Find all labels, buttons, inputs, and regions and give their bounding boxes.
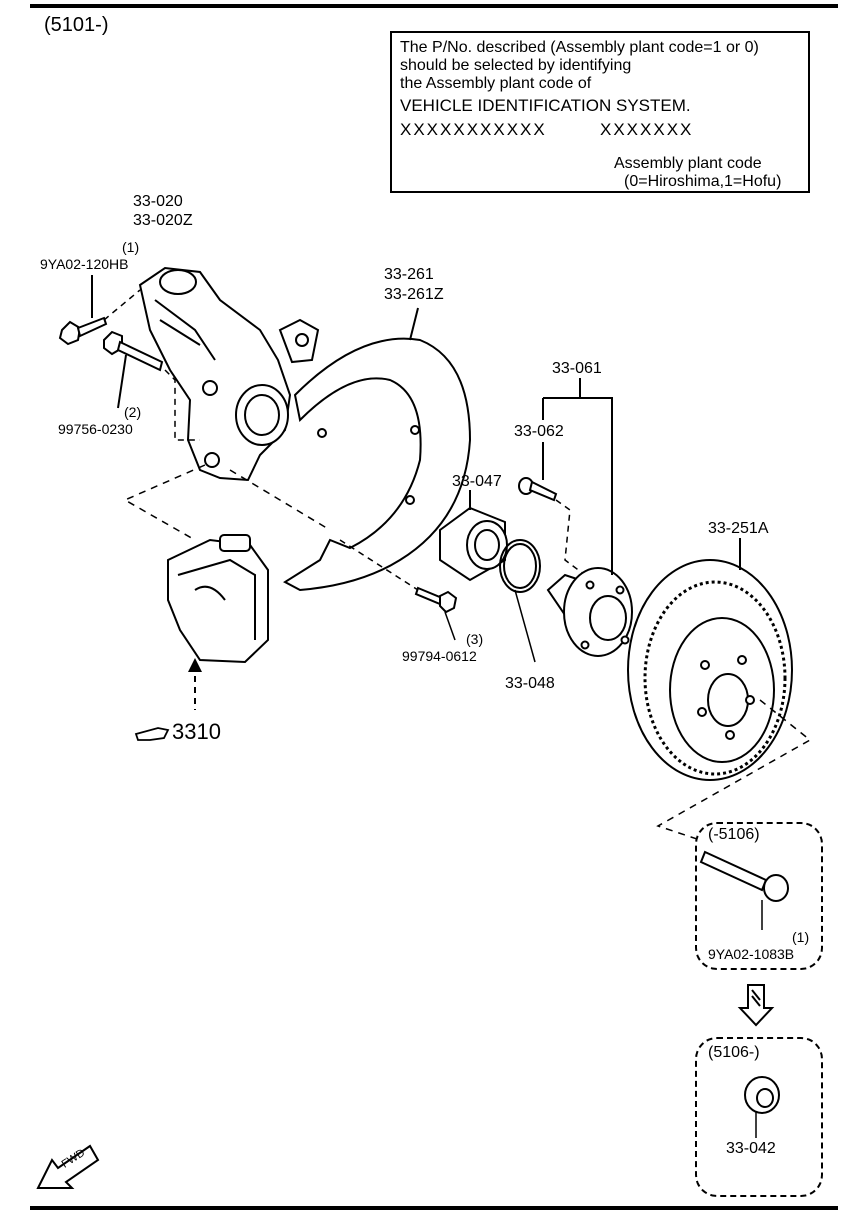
vin-prefix: XXXXXXXXXXX: [400, 120, 547, 139]
inset-new: [695, 1037, 823, 1197]
inset-old-bolt: [699, 850, 789, 902]
down-arrow-icon: [737, 984, 775, 1027]
label-screw: 99794-0612: [402, 648, 477, 664]
dust-shield: [283, 337, 472, 592]
label-knuckle-a: 33-020: [133, 193, 183, 210]
wheel-hub: [546, 567, 633, 657]
model-code: (5101-): [44, 14, 109, 36]
plant-code-label: Assembly plant code: [614, 155, 762, 172]
inset-new-range: (5106-): [708, 1044, 760, 1061]
brake-caliper: [167, 534, 269, 664]
label-snap-ring: 33-048: [505, 675, 555, 692]
label-bolt2-qty: (2): [124, 404, 142, 420]
reference-hand-icon: [134, 727, 170, 741]
assembly-plant-note: The P/No. described (Assembly plant code…: [390, 31, 810, 193]
label-bearing: 33-047: [452, 473, 502, 490]
dash-bolt1: [103, 289, 141, 321]
label-shield-a: 33-261: [384, 266, 434, 283]
knuckle-bolt-upper: [58, 316, 108, 346]
inset-old-qty: (1): [792, 929, 810, 945]
wheel-bearing: [439, 506, 508, 582]
label-disc: 33-251A: [708, 520, 769, 537]
plant-code-values: (0=Hiroshima,1=Hofu): [624, 173, 782, 190]
note-line-3: the Assembly plant code of: [400, 75, 592, 92]
label-bolt1: 9YA02-120HB: [40, 256, 129, 272]
inset-new-part: 33-042: [726, 1140, 776, 1157]
label-screw-qty: (3): [466, 631, 484, 647]
brake-disc: [627, 559, 793, 781]
steering-knuckle: [138, 266, 320, 482]
snap-ring: [499, 539, 541, 593]
knuckle-bolt-lower: [103, 330, 164, 372]
inset-old-range: (-5106): [708, 826, 760, 843]
label-hub-bolt: 33-062: [514, 423, 564, 440]
label-shield-b: 33-261Z: [384, 286, 444, 303]
note-line-1: The P/No. described (Assembly plant code…: [400, 39, 759, 56]
hub-bolt: [518, 477, 558, 502]
label-knuckle-b: 33-020Z: [133, 212, 193, 229]
inset-old-part: 9YA02-1083B: [708, 946, 795, 962]
vin-suffix: XXXXXXX: [600, 120, 694, 139]
caliper-reference[interactable]: 3310: [172, 719, 221, 744]
inset-old: [695, 822, 823, 970]
label-hub-assy: 33-061: [552, 360, 602, 377]
shield-screw: [414, 586, 458, 614]
label-bolt2: 99756-0230: [58, 421, 133, 437]
fwd-arrow-icon: [36, 1144, 100, 1189]
note-line-2: should be selected by identifying: [400, 57, 632, 74]
leader-bolt2: [117, 354, 127, 409]
label-bolt1-qty: (1): [122, 239, 140, 255]
inset-new-nut: [744, 1076, 780, 1114]
note-line-4: VEHICLE IDENTIFICATION SYSTEM.: [400, 96, 691, 115]
